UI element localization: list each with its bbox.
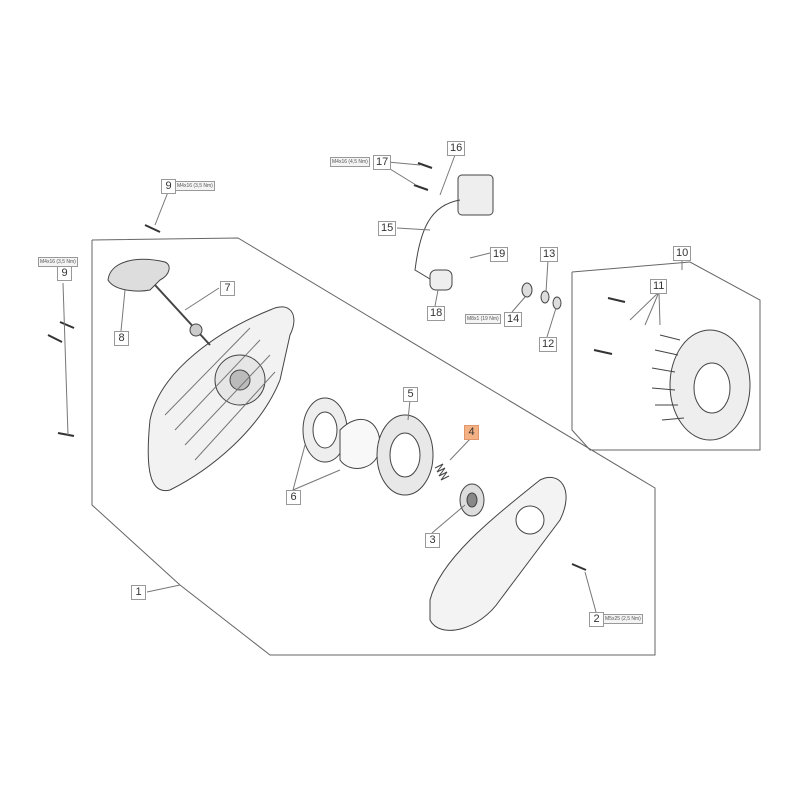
callout-11[interactable]: 11 (650, 279, 668, 294)
bolts (47, 162, 626, 571)
torque-spec-2: M5x25 (2,5 Nm) (603, 614, 643, 624)
starter-assembly-outline (91, 237, 656, 656)
leader-lines (62, 154, 683, 613)
starter-pulley (376, 414, 434, 496)
callout-17[interactable]: 17 (373, 155, 392, 170)
rewind-spring (302, 397, 381, 469)
ignition-coil (414, 174, 494, 291)
pawl-spring (434, 463, 450, 481)
callout-5[interactable]: 5 (403, 387, 418, 402)
callout-6[interactable]: 6 (286, 490, 301, 505)
flywheel-assembly-outline (571, 261, 761, 451)
washers-nut (521, 282, 562, 310)
callout-3[interactable]: 3 (425, 533, 440, 548)
callout-14[interactable]: 14 (504, 312, 523, 327)
callout-16[interactable]: 16 (447, 141, 466, 156)
starter-housing (147, 306, 295, 492)
callout-1[interactable]: 1 (131, 585, 146, 600)
callout-12[interactable]: 12 (539, 337, 558, 352)
fan-cover (429, 477, 567, 631)
callout-10[interactable]: 10 (673, 246, 692, 261)
pawl-hub (459, 483, 485, 517)
torque-spec-9-top: M4x16 (3,5 Nm) (175, 181, 215, 191)
callout-9-left[interactable]: 9 (57, 266, 72, 281)
callout-19[interactable]: 19 (490, 247, 509, 262)
torque-spec-14: M8x1 (19 Nm) (465, 314, 501, 324)
starter-handle (107, 258, 211, 346)
callout-18[interactable]: 18 (427, 306, 446, 321)
callout-15[interactable]: 15 (378, 221, 397, 236)
flywheel (651, 329, 751, 441)
callout-8[interactable]: 8 (114, 331, 129, 346)
callout-4-highlighted[interactable]: 4 (464, 425, 479, 440)
callout-13[interactable]: 13 (540, 247, 559, 262)
torque-spec-17: M4x16 (4,5 Nm) (330, 157, 370, 167)
callout-2[interactable]: 2 (589, 612, 604, 627)
callout-9-top[interactable]: 9 (161, 179, 176, 194)
callout-7[interactable]: 7 (220, 281, 235, 296)
